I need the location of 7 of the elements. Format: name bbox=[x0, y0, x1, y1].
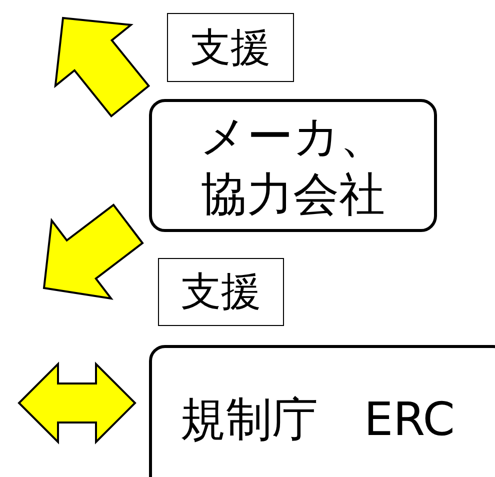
organization-box: 規制庁 ERC bbox=[149, 345, 495, 477]
double-block-arrow bbox=[18, 362, 136, 444]
label-box: 支援 bbox=[158, 258, 284, 326]
block-arrow bbox=[42, 204, 144, 300]
label-box: 支援 bbox=[167, 13, 294, 82]
organization-box: メーカ、協力会社 bbox=[149, 99, 437, 232]
block-arrow bbox=[54, 16, 150, 118]
